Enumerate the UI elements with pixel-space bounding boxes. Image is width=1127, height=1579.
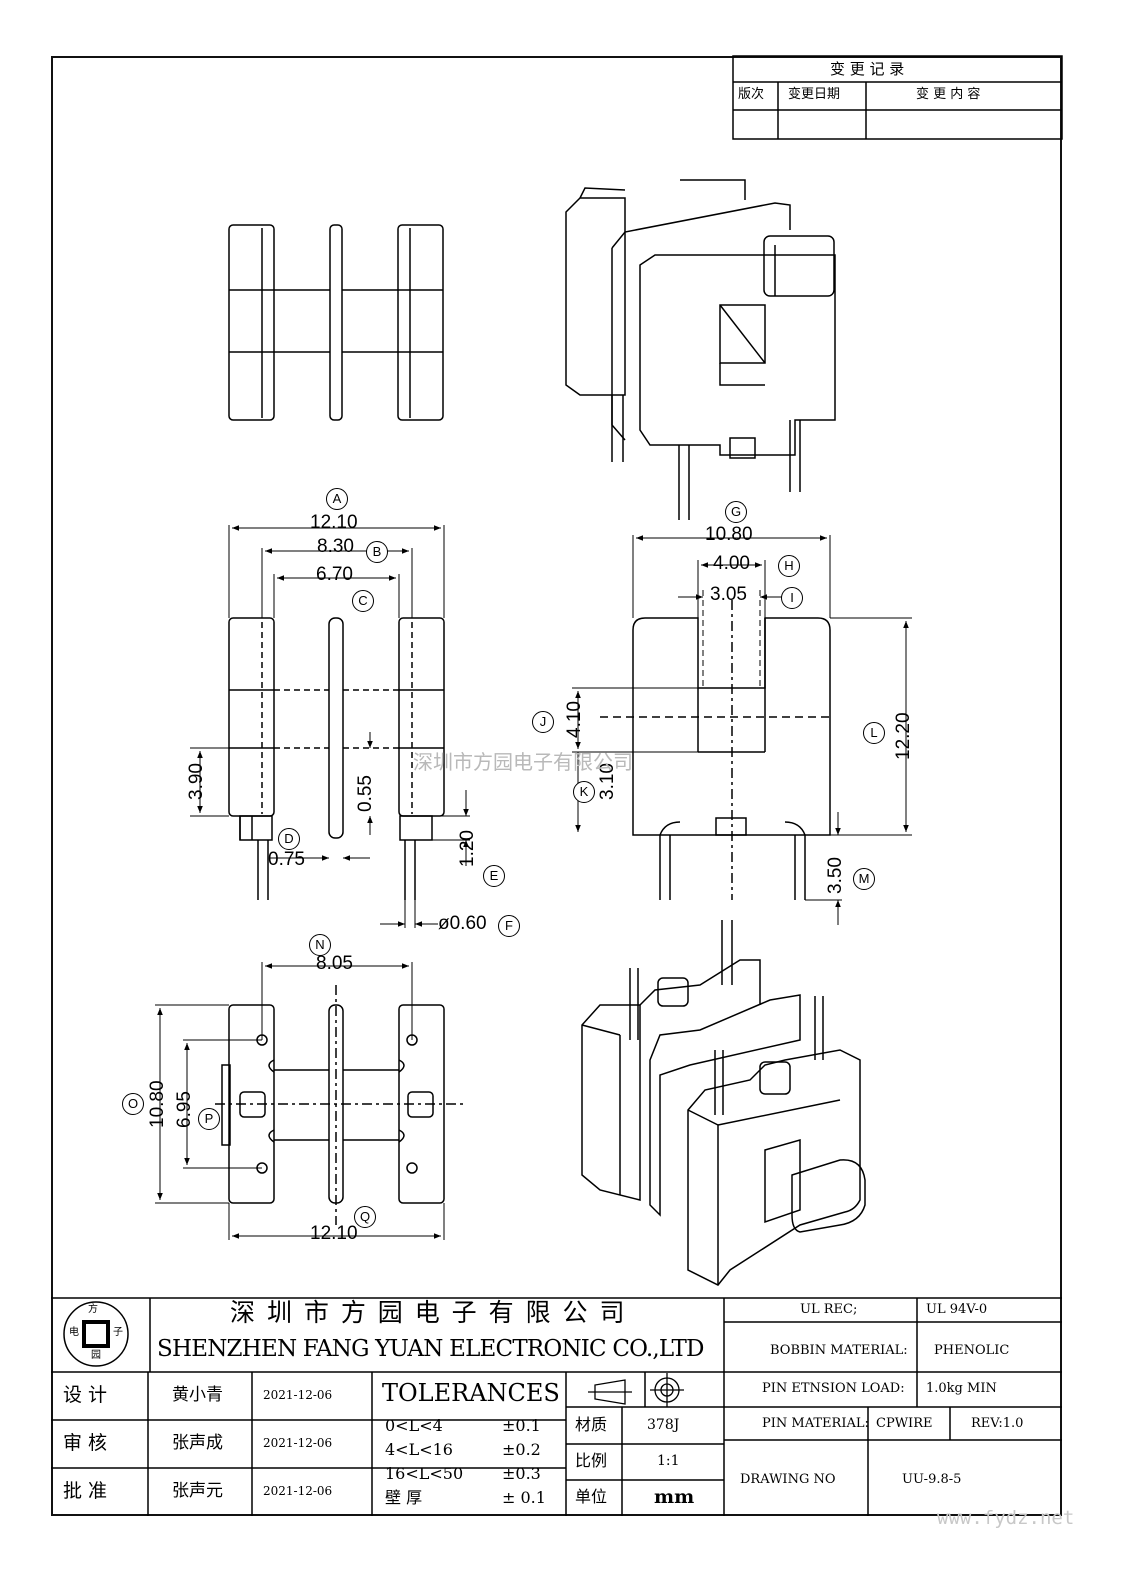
website-watermark: www.fydz.net <box>937 1507 1075 1529</box>
material-label: 材质 <box>575 1415 608 1434</box>
balloon-j: J <box>532 711 554 733</box>
third-angle-projection-symbol <box>588 1373 684 1407</box>
approve-name: 张声元 <box>172 1481 223 1501</box>
tol-value-1: ±0.1 <box>502 1416 541 1435</box>
balloon-k: K <box>573 781 595 803</box>
bobbin-material-label: BOBBIN MATERIAL: <box>770 1343 908 1358</box>
drawing-frame <box>51 56 1062 1516</box>
front-view <box>228 617 445 900</box>
isometric-view-top <box>565 179 836 520</box>
balloon-e: E <box>483 865 505 887</box>
review-date: 2021-12-06 <box>263 1436 333 1450</box>
drawing-no-value: UU-9.8-5 <box>902 1472 962 1487</box>
dim-g: 10.80 <box>705 524 753 545</box>
dim-b: 8.30 <box>317 536 354 557</box>
dim-l: 12.20 <box>893 712 914 760</box>
logo-char-right: 子 <box>113 1327 123 1338</box>
front-view-dimensions <box>190 525 470 928</box>
ul-rec-label: UL REC; <box>800 1302 858 1317</box>
balloon-m: M <box>853 868 875 890</box>
dim-d: 0.75 <box>268 849 305 870</box>
dim-h: 4.00 <box>713 553 750 574</box>
balloon-q: Q <box>354 1206 376 1228</box>
side-view-dimensions <box>572 535 912 925</box>
pin-material-value: CPWIRE <box>876 1416 933 1431</box>
bottom-view-dimensions <box>155 962 445 1240</box>
pin-load-value: 1.0kg MIN <box>926 1381 997 1396</box>
material-value: 378J <box>647 1417 680 1433</box>
dim-o: 10.80 <box>147 1080 168 1128</box>
company-logo <box>63 1301 129 1367</box>
tol-range-1: 0<L<4 <box>385 1416 443 1435</box>
title-block-grid <box>51 1297 1062 1516</box>
dim-m: 3.50 <box>825 857 846 894</box>
logo-char-left: 电 <box>69 1327 79 1338</box>
pin-material-label: PIN MATERIAL: <box>762 1416 869 1431</box>
dim-a: 12.10 <box>310 512 358 533</box>
balloon-f: F <box>498 915 520 937</box>
tol-value-4: ± 0.1 <box>502 1488 546 1507</box>
unit-label: 单位 <box>575 1487 608 1506</box>
tol-range-4: 壁 厚 <box>385 1488 423 1507</box>
dim-n: 8.05 <box>316 953 353 974</box>
dim-0-55: 0.55 <box>355 775 376 812</box>
logo-char-bottom: 园 <box>91 1350 101 1361</box>
bobbin-material-value: PHENOLIC <box>934 1343 1010 1358</box>
revision-number: REV:1.0 <box>971 1416 1024 1431</box>
design-label: 设 计 <box>63 1384 108 1406</box>
side-view-right <box>600 600 831 900</box>
tol-value-3: ±0.3 <box>502 1464 541 1483</box>
pin-load-label: PIN ETNSION LOAD: <box>762 1381 905 1396</box>
approve-date: 2021-12-06 <box>263 1484 333 1498</box>
dim-q: 12.10 <box>310 1223 358 1244</box>
company-name-cn: 深 圳 市 方 园 电 子 有 限 公 司 <box>230 1298 627 1327</box>
dim-3-90: 3.90 <box>186 763 207 800</box>
drawing-no-label: DRAWING NO <box>740 1472 836 1487</box>
balloon-g: G <box>725 501 747 523</box>
revision-col-version: 版次 <box>738 87 765 102</box>
isometric-view-bottom <box>581 920 866 1286</box>
balloon-c: C <box>352 590 374 612</box>
balloon-l: L <box>863 722 885 744</box>
dim-c: 6.70 <box>316 564 353 585</box>
dim-e: 1.20 <box>457 830 478 867</box>
scale-value: 1:1 <box>657 1453 680 1469</box>
balloon-d: D <box>278 828 300 850</box>
revision-col-date: 变更日期 <box>788 87 841 102</box>
balloon-n: N <box>309 934 331 956</box>
company-name-en: SHENZHEN FANG YUAN ELECTRONIC CO.,LTD <box>157 1336 704 1362</box>
balloon-h: H <box>778 555 800 577</box>
scale-label: 比例 <box>575 1451 608 1470</box>
revision-table-title: 变 更 记 录 <box>830 60 905 78</box>
bottom-view <box>215 985 465 1225</box>
ul-rec-value: UL 94V-0 <box>926 1302 988 1317</box>
dim-f: ø0.60 <box>438 913 487 934</box>
logo-char-top: 方 <box>88 1304 98 1315</box>
revision-col-content: 变 更 内 容 <box>916 87 981 102</box>
balloon-o: O <box>122 1093 144 1115</box>
side-view-top <box>228 224 444 421</box>
company-watermark: 深圳市方园电子有限公司 <box>413 750 633 774</box>
review-name: 张声成 <box>172 1433 223 1453</box>
unit-value: mm <box>654 1486 695 1508</box>
design-name: 黄小青 <box>172 1385 223 1405</box>
balloon-i: I <box>781 587 803 609</box>
balloon-a: A <box>326 488 348 510</box>
design-date: 2021-12-06 <box>263 1388 333 1402</box>
tol-range-2: 4<L<16 <box>385 1440 453 1459</box>
balloon-p: P <box>198 1108 220 1130</box>
approve-label: 批 准 <box>63 1480 108 1502</box>
tolerances-title: TOLERANCES <box>382 1379 560 1407</box>
review-label: 审 核 <box>63 1432 108 1454</box>
balloon-b: B <box>366 541 388 563</box>
dim-i: 3.05 <box>710 584 747 605</box>
tol-range-3: 16<L<50 <box>385 1464 464 1483</box>
tol-value-2: ±0.2 <box>502 1440 541 1459</box>
dim-j: 4.10 <box>564 701 585 738</box>
dim-p: 6.95 <box>174 1091 195 1128</box>
revision-table <box>732 55 1063 140</box>
